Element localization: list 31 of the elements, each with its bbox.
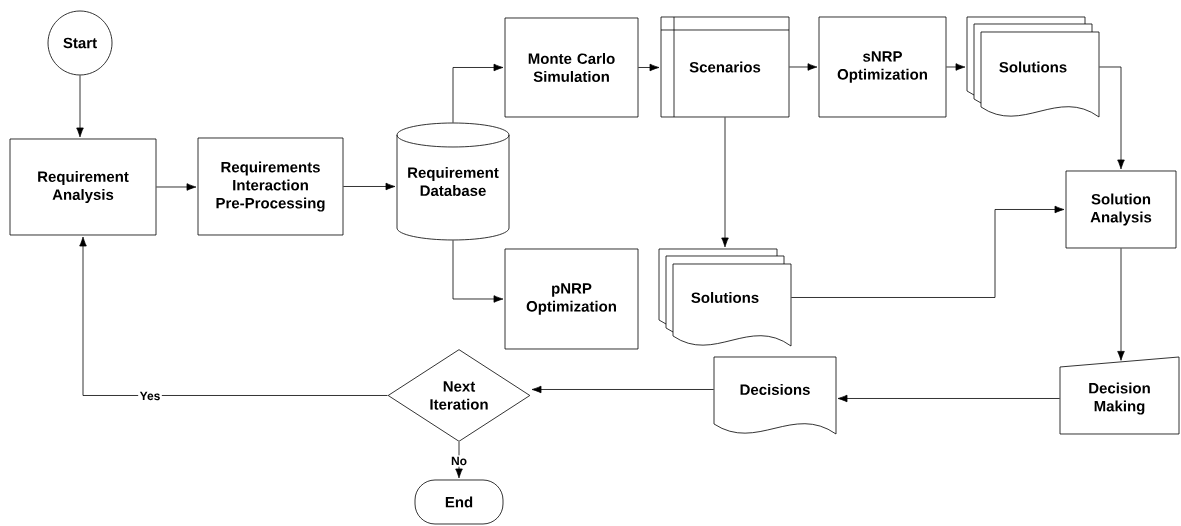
end-terminal: End <box>414 479 504 525</box>
arrow <box>946 63 966 71</box>
arrow <box>531 385 714 394</box>
arrow <box>455 441 463 479</box>
arrow <box>789 63 818 71</box>
arrow <box>79 236 388 396</box>
process-box: Requirement Analysis <box>9 138 157 236</box>
document-stack: Solutions <box>966 16 1100 118</box>
arrow <box>156 183 197 191</box>
arrow <box>638 63 660 72</box>
database-cylinder: Requirement Database <box>396 122 510 241</box>
arrow <box>1099 66 1125 170</box>
arrow <box>1117 248 1125 361</box>
arrow <box>791 205 1065 298</box>
process-box: sNRP Optimization <box>818 16 947 118</box>
internal-storage-box: Scenarios <box>660 16 790 118</box>
arrow <box>343 182 396 191</box>
edge-label: No <box>449 455 469 467</box>
arrow <box>721 117 729 248</box>
arrow <box>76 75 84 138</box>
start-terminal: Start <box>47 10 113 76</box>
process-box: Solution Analysis <box>1065 170 1177 249</box>
arrow <box>452 63 504 123</box>
manual-input-box: Decision Making <box>1059 356 1180 435</box>
arrow <box>452 240 504 303</box>
edge-label: Yes <box>138 390 162 402</box>
arrow <box>837 394 1060 403</box>
process-box: pNRP Optimization <box>504 248 639 350</box>
document-stack: Solutions <box>658 248 792 347</box>
process-box: Monte Carlo Simulation <box>504 17 639 118</box>
process-box: Requirements Interaction Pre-Processing <box>197 137 344 236</box>
